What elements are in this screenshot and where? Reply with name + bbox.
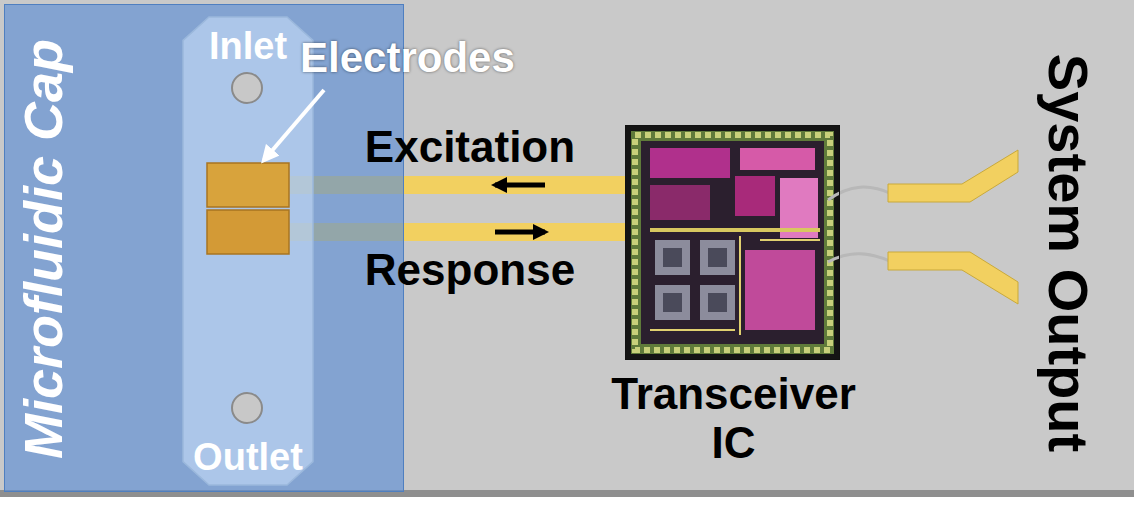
metal-route [650, 236, 820, 335]
signal-label: Response [365, 247, 575, 293]
circuit-block [663, 248, 682, 267]
pad-ring [631, 131, 834, 354]
leader-arrow [264, 90, 324, 160]
chip-title: Transceiver IC [599, 369, 869, 468]
text-slot: System Output [1037, 54, 1100, 452]
circuit-block [655, 240, 690, 275]
circuit-block [663, 293, 682, 312]
cap-title: Microfluidic Cap [13, 39, 73, 459]
text-slot: Inlet [209, 25, 287, 68]
transceiver-chip: Transceiver IC [625, 125, 840, 360]
text-slot: Response [365, 247, 575, 293]
text-slot: Microfluidic Cap [13, 39, 73, 459]
inlet-hole [232, 73, 262, 103]
circuit-block [735, 176, 775, 216]
bond-pads [635, 135, 830, 350]
signal-arrow [495, 183, 545, 188]
output-trace [888, 150, 1018, 202]
circuit-block [650, 148, 730, 178]
inlet-label: Inlet [209, 25, 287, 68]
circuit-block [650, 185, 710, 220]
circuit-block [708, 293, 727, 312]
output-label: System Output [1037, 54, 1100, 452]
chip-package [625, 125, 840, 360]
bond-wire [828, 254, 892, 262]
circuit-block [740, 148, 815, 170]
output-trace [888, 252, 1018, 304]
circuit-block [708, 248, 727, 267]
circuit-block [655, 285, 690, 320]
text-slot: Outlet [193, 436, 303, 479]
chip-layout [625, 125, 840, 360]
chip-die [641, 141, 824, 344]
bond-wire [828, 187, 892, 200]
signal-arrow [495, 230, 545, 235]
outlet-hole [232, 393, 262, 423]
channel-shape [183, 17, 313, 485]
metal-route [650, 228, 820, 232]
text-slot: Transceiver IC [599, 369, 869, 468]
text-slot: Excitation [365, 124, 575, 170]
outlet-label: Outlet [193, 436, 303, 479]
text-slot: Electrodes [300, 34, 515, 81]
circuit-block [700, 285, 735, 320]
signal-label: Excitation [365, 124, 575, 170]
electrode-pad [207, 210, 289, 254]
circuit-block [745, 250, 815, 330]
circuit-block [700, 240, 735, 275]
electrode-callout: Electrodes [300, 34, 515, 81]
electrode-pad [207, 163, 289, 207]
